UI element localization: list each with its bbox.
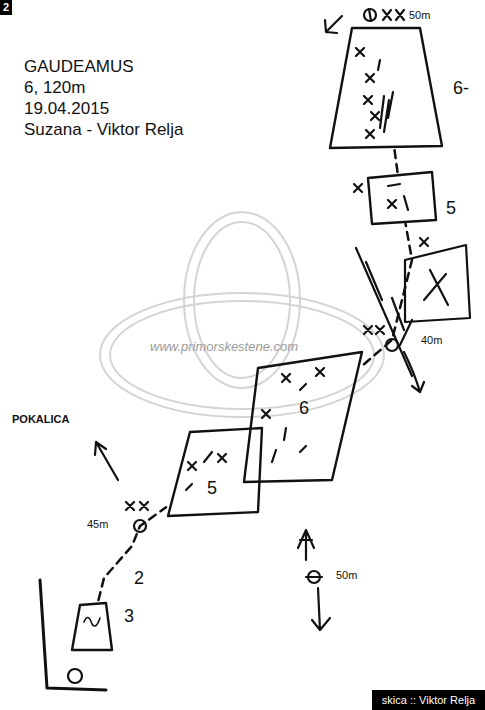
route-dashes — [99, 507, 167, 600]
pitch-grade: 6- — [453, 78, 469, 99]
rappel-length: 50m — [336, 569, 357, 582]
tree-symbol — [298, 530, 314, 560]
direction-label: POKALICA — [12, 413, 69, 426]
pitch-outline — [328, 26, 444, 148]
bolt-mark — [424, 270, 448, 305]
bolt-mark — [354, 184, 362, 192]
descent-arrow — [325, 16, 342, 33]
pitch-box: 5 — [166, 426, 264, 518]
pitch-outline-shape — [368, 172, 436, 224]
bolt-marks — [364, 326, 384, 334]
pitch-grade: 6 — [299, 398, 309, 419]
route-line — [99, 507, 167, 600]
route-line — [364, 224, 412, 364]
watermark: www.primorskestene.com — [150, 340, 298, 355]
grade-length: 6, 120m — [24, 78, 85, 98]
pitch-outline-shape — [330, 28, 442, 148]
route-line — [394, 148, 397, 172]
rappel-length: 50m — [409, 9, 430, 22]
route-dashes — [364, 224, 412, 364]
pitch-outline — [70, 600, 114, 652]
pitch-grade: 3 — [124, 606, 134, 627]
pitch-mark — [84, 617, 100, 626]
direction-arrow — [95, 442, 118, 480]
bolt-marks — [186, 452, 226, 490]
belay-mark — [369, 9, 371, 21]
bolt-marks — [126, 502, 148, 510]
crack-lines — [378, 60, 393, 132]
pitch-box: 6- — [328, 26, 444, 148]
ground-line — [40, 580, 106, 690]
start-station — [68, 669, 82, 683]
pitch-outline-shape — [72, 603, 112, 650]
sheet-number: 2 — [0, 0, 12, 15]
bolt-marks — [356, 48, 379, 138]
watermark-logo — [100, 212, 384, 417]
bolt-marks — [262, 368, 324, 462]
pitch-outline — [166, 426, 264, 518]
pitch-box: 5 — [366, 172, 436, 224]
pitch-grade: 2 — [134, 568, 144, 589]
bolt-mark — [420, 238, 428, 246]
crack-lines — [356, 248, 412, 376]
pitch-outline-shape — [168, 428, 262, 516]
pitch-box: 3 — [70, 600, 114, 652]
pitch-grade: 5 — [207, 478, 217, 499]
descent-arrow — [404, 352, 424, 392]
bolt-marks — [383, 10, 404, 20]
route-title: GAUDEAMUS — [24, 57, 134, 77]
date: 19.04.2015 — [24, 99, 109, 119]
route-dashes — [394, 148, 397, 172]
rappel-length: 40m — [421, 334, 442, 347]
belay-station — [364, 9, 376, 21]
belay-mark — [306, 576, 322, 578]
authors: Suzana - Viktor Relja — [24, 120, 183, 140]
bolt-marks — [388, 184, 408, 210]
sketch-credit: skica :: Viktor Relja — [372, 690, 485, 710]
pitch-grade: 5 — [446, 198, 456, 219]
descent-arrow — [312, 588, 330, 630]
pitch-outline-shape — [244, 352, 362, 482]
rappel-length: 45m — [87, 518, 108, 531]
pitch-outline — [366, 172, 436, 224]
slab-outline — [405, 245, 470, 322]
